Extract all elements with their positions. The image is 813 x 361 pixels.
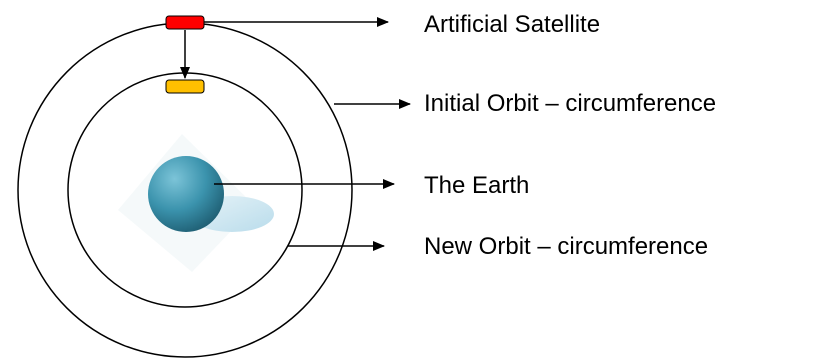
satellite-initial-icon — [166, 16, 204, 29]
satellite-new-icon — [166, 80, 204, 93]
earth-label: The Earth — [424, 172, 529, 199]
earth-icon — [148, 156, 224, 232]
satellite-label: Artificial Satellite — [424, 11, 600, 38]
new-orbit-label: New Orbit – circumference — [424, 233, 708, 260]
initial-orbit-label: Initial Orbit – circumference — [424, 90, 716, 117]
